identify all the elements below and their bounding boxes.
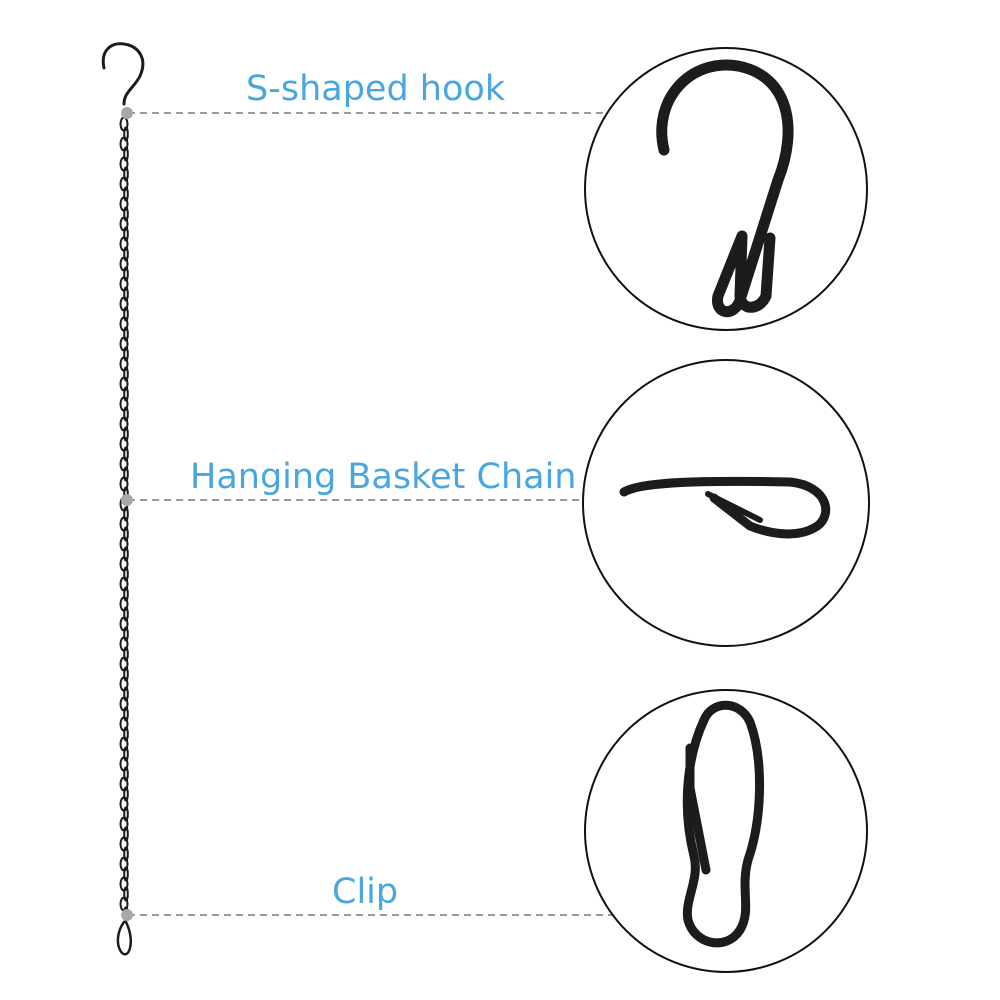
detail-circle-clip	[584, 689, 868, 973]
marker-dot-chain	[121, 494, 133, 506]
chain-link-detail-inner	[705, 491, 763, 523]
clip-detail-latch	[685, 743, 711, 875]
chain-icon	[119, 116, 129, 922]
callout-label-clip: Clip	[332, 872, 399, 912]
callout-label-chain: Hanging Basket Chain	[190, 457, 577, 497]
clip-icon	[116, 920, 133, 956]
s-hook-icon	[101, 42, 145, 106]
marker-dot-hook	[121, 107, 133, 119]
callout-label-hook: S-shaped hook	[246, 69, 506, 109]
clip-detail-icon	[682, 700, 764, 948]
detail-circle-chain	[582, 359, 870, 647]
marker-dot-clip	[121, 909, 133, 921]
chain-assembly	[101, 42, 145, 956]
detail-circle-hook	[584, 47, 868, 331]
s-hook-detail-icon	[656, 59, 794, 317]
chain-link-detail-icon	[619, 476, 831, 539]
